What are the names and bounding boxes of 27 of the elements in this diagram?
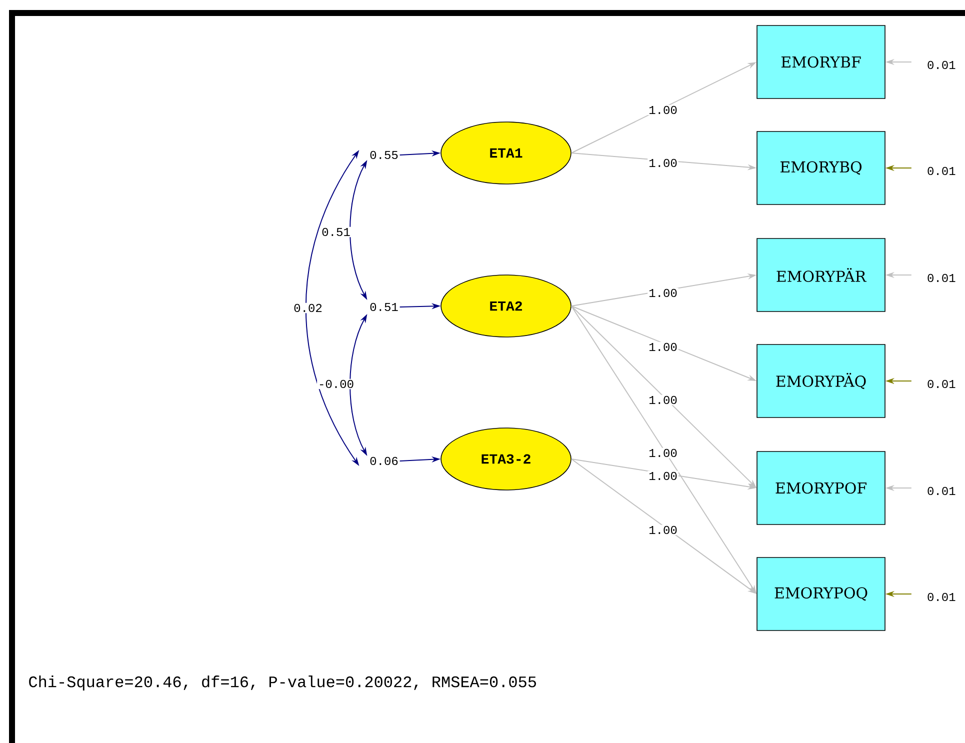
- edge-label: 0.01: [926, 486, 957, 496]
- edge-label: 0.01: [926, 272, 957, 284]
- fit-statistics: Chi-Square=20.46, df=16, P-value=0.20022, RMSEA=0.055: [29, 676, 536, 690]
- variable-box: EMORYBQ: [756, 131, 886, 205]
- edge-label: 0.01: [926, 60, 957, 70]
- edge-label: 0.01: [926, 166, 957, 176]
- edge-label: 1.00: [648, 394, 678, 406]
- variable-box: EMORYBF: [756, 25, 886, 99]
- edge-label: 0.01: [926, 378, 957, 390]
- edge-label: 1.00: [648, 470, 678, 482]
- edge-label: 1.00: [648, 288, 678, 298]
- edge-label: 1.00: [648, 342, 678, 352]
- edge-label: 1.00: [648, 448, 678, 458]
- edge-label: 1.00: [648, 158, 678, 168]
- variance-value: 0.51: [370, 302, 398, 312]
- variance-value: 0.06: [370, 456, 398, 466]
- edge-label: 0.51: [320, 226, 352, 238]
- variable-box: EMORYPOQ: [756, 557, 886, 631]
- edge-label: 0.02: [292, 302, 324, 314]
- edge-label: 1.00: [648, 524, 678, 536]
- variable-box: EMORYPÄQ: [756, 344, 886, 418]
- variance-value: 0.55: [370, 150, 398, 160]
- edge-label: -0.00: [317, 378, 355, 390]
- variable-box: EMORYPÄR: [756, 238, 886, 312]
- edge-label: 1.00: [648, 104, 678, 116]
- variable-box: EMORYPOF: [756, 451, 886, 525]
- edge-label: 0.01: [926, 592, 957, 602]
